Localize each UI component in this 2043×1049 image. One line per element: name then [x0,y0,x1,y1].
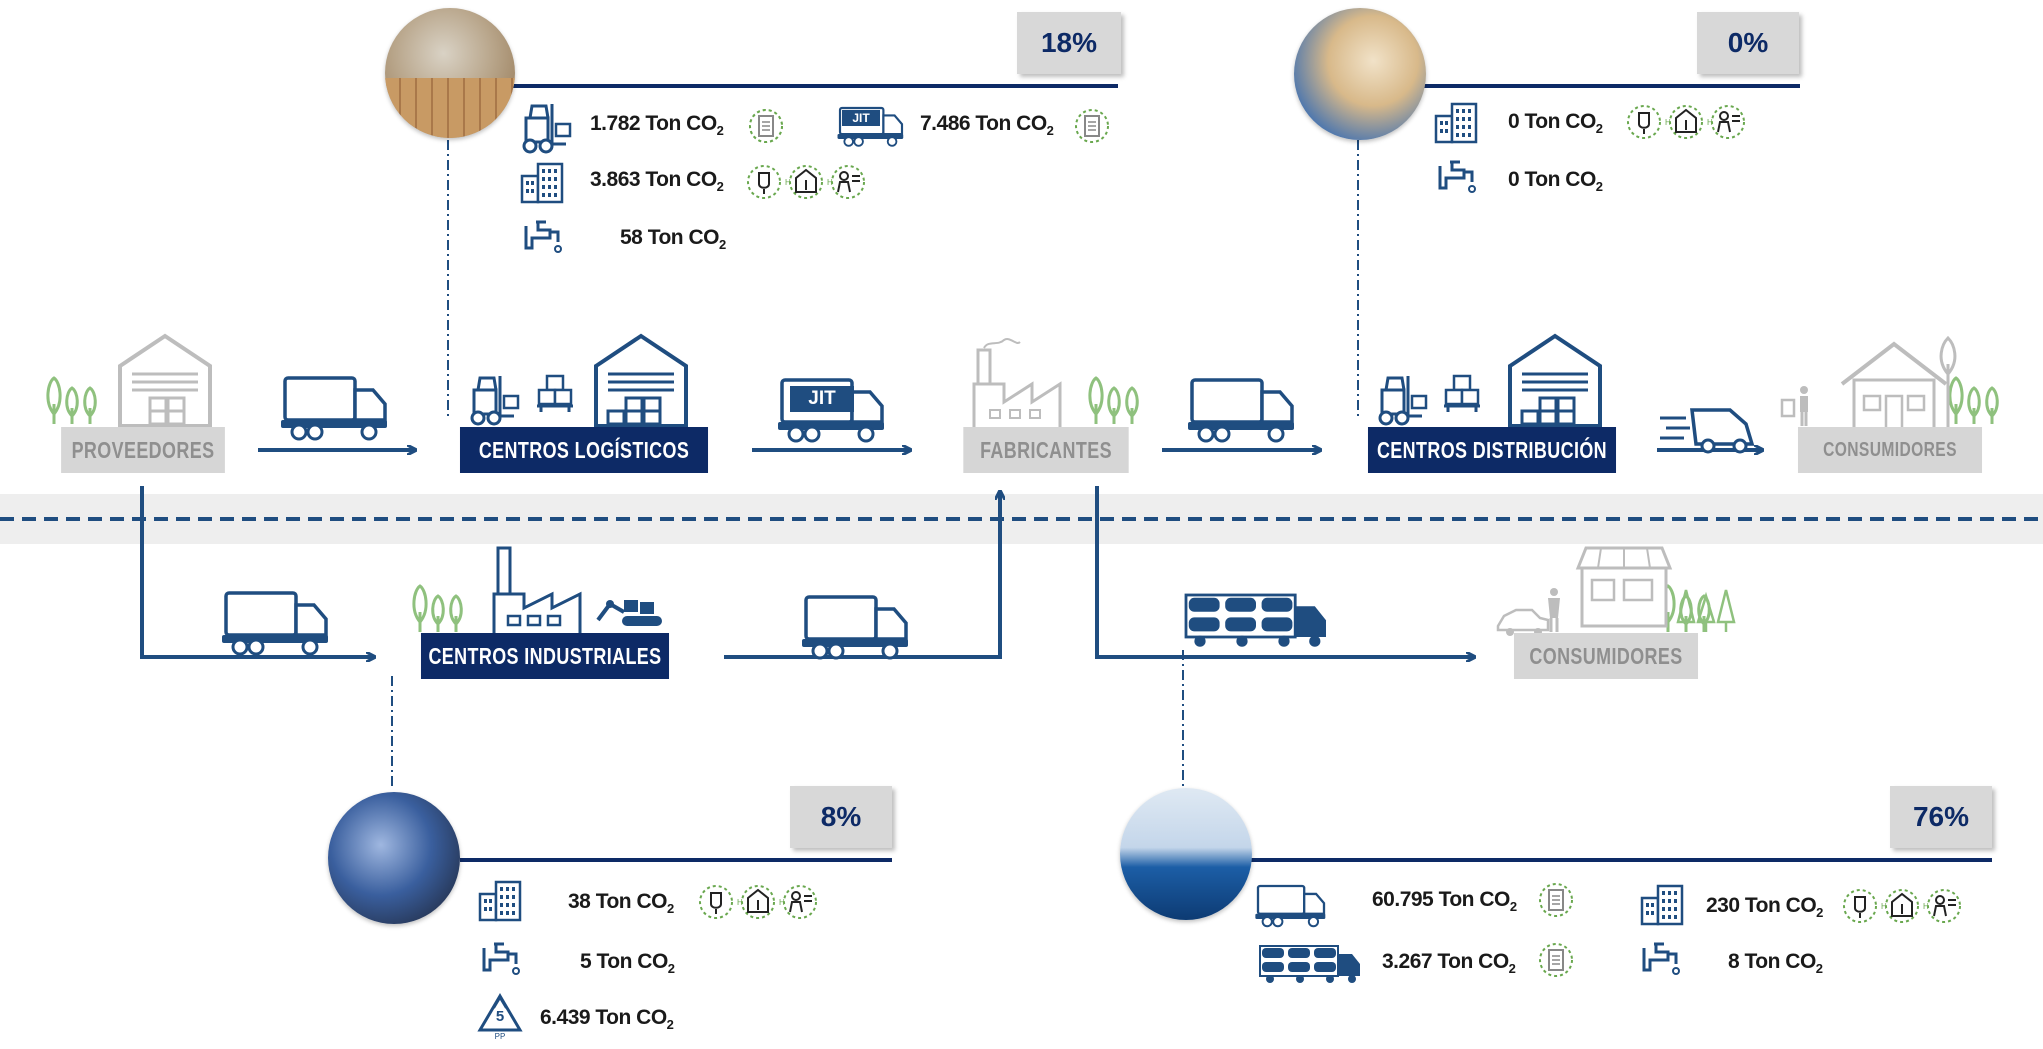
emission-building-industriales: 38 Ton CO2 [568,890,674,917]
shop-icon [1575,546,1673,628]
stage-proveedores: PROVEEDORES [61,427,225,473]
emission-carrier-fabricantes: 3.267 Ton CO2 [1382,950,1516,977]
percent-logisticos: 18% [1017,12,1121,74]
emission-building-distribucion: 0 Ton CO2 [1508,110,1603,137]
eco-energy-icons [747,165,865,199]
factory-icon [492,546,582,638]
warehouse-icon [594,334,688,428]
forklift-icon [522,102,572,154]
stage-centros-industriales: CENTROS INDUSTRIALES [420,633,670,679]
emission-jit-logisticos: 7.486 Ton CO2 [920,112,1054,139]
forklift-icon [470,374,520,426]
fast-delivery-icon [1660,408,1755,454]
water-tap-icon [1438,160,1477,194]
emission-forklift-logisticos: 1.782 Ton CO2 [590,112,724,139]
truck-icon [220,591,330,656]
emission-water-fabricantes: 8 Ton CO2 [1728,950,1823,977]
emission-truck-fabricantes: 60.795 Ton CO2 [1372,888,1517,915]
truck-icon [1254,884,1327,928]
warehouse-icon [1508,334,1602,428]
stage-consumidores-top: CONSUMIDORES [1797,427,1983,473]
recycle-caption: PP [494,1032,506,1041]
emission-water-distribucion: 0 Ton CO2 [1508,168,1603,195]
percent-distribucion: 0% [1697,12,1799,74]
building-icon [520,162,564,204]
industrial-hand-photo [328,792,460,924]
trees-icon [412,584,463,634]
stage-fabricantes: FABRICANTES [963,427,1129,473]
water-tap-icon [482,942,521,976]
recycle-icon [477,993,523,1032]
truck-icon [1186,378,1296,443]
warehouse-grey-icon [118,334,212,428]
stage-consumidores-bottom: CONSUMIDORES [1513,633,1699,679]
water-tap-icon [524,220,563,254]
emission-water-industriales: 5 Ton CO2 [580,950,675,977]
factory-grey-icon [972,338,1062,432]
delivery-handoff-photo [1294,8,1426,140]
stage-centros-distribucion: CENTROS DISTRIBUCIÓN [1367,427,1617,473]
person-icon [1548,588,1560,632]
trees-icon [46,376,97,426]
document-icon [749,109,783,143]
emission-water-logisticos: 58 Ton CO2 [620,226,726,253]
trees-icon [1088,376,1139,426]
percent-fabricantes: 76% [1890,786,1992,848]
car-carrier-icon [1184,593,1328,649]
eco-energy-icons [699,885,817,919]
percent-industriales: 8% [790,786,892,848]
truck-fleet-photo [1120,788,1252,920]
building-icon [1434,102,1478,144]
water-tap-icon [1642,942,1681,976]
boxes-icon [1442,374,1482,414]
trees-right-icon [1676,589,1736,632]
document-icon [1539,943,1573,977]
trees-icon [1948,376,1999,426]
boxes-icon [535,374,575,414]
eco-energy-icons [1627,105,1745,139]
emission-building-logisticos: 3.863 Ton CO2 [590,168,724,195]
jit-small-label: JIT [842,110,880,126]
document-icon [1075,109,1109,143]
building-icon [1640,884,1684,926]
forklift-icon [1378,374,1428,426]
truck-icon [800,595,910,660]
jit-label: JIT [790,386,854,412]
recycle-code: 5 [495,1008,505,1025]
emission-recycle-industriales: 6.439 Ton CO2 [540,1006,674,1033]
truck-icon [279,376,389,441]
emission-building-fabricantes: 230 Ton CO2 [1706,894,1823,921]
arrow-proveedores-industriales [140,486,374,657]
house-icon [1840,335,1957,434]
eco-energy-icons [1843,889,1961,923]
car-icon [1496,608,1550,636]
arrow-fabricantes-consumidores [1095,486,1474,657]
shopper-icon [1780,386,1808,426]
warehouse-drone-photo [385,8,515,138]
robot-arm-icon [596,600,662,626]
stage-centros-logisticos: CENTROS LOGÍSTICOS [459,427,709,473]
building-icon [478,880,522,922]
car-carrier-icon [1259,945,1361,984]
document-icon [1539,883,1573,917]
